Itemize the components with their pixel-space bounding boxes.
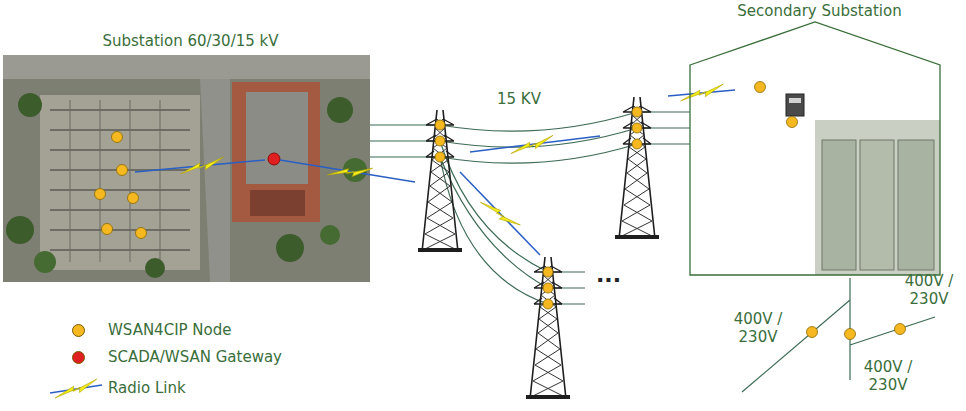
legend-text: WSAN4CIP Node xyxy=(108,321,232,339)
continuation-dots: ... xyxy=(596,266,621,284)
legend-text: SCADA/WSAN Gateway xyxy=(108,348,282,366)
legend-radio-link-symbol xyxy=(50,379,102,398)
power-lines xyxy=(370,112,690,304)
voltage-label: 400V / 230V xyxy=(726,310,790,346)
secondary-substation-house: Secondary Substation xyxy=(688,0,951,278)
voltage-label: 15 KV xyxy=(497,90,541,108)
legend-swatch xyxy=(72,351,85,364)
secondary-substation-interior xyxy=(755,82,941,276)
voltage-label: 400V / 230V xyxy=(856,358,920,394)
legend-text: Radio Link xyxy=(108,379,186,397)
substation-aerial-photo xyxy=(3,55,370,282)
voltage-label: 400V / 230V xyxy=(898,272,960,308)
transmission-towers xyxy=(418,97,659,399)
radio-links xyxy=(135,84,735,255)
node-heading: Substation 60/30/15 kV xyxy=(3,32,378,50)
substation-photo-box: Substation 60/30/15 kV xyxy=(3,30,378,282)
house-outline xyxy=(688,0,943,278)
legend-swatch xyxy=(72,324,85,337)
node-heading: Secondary Substation xyxy=(688,2,951,20)
